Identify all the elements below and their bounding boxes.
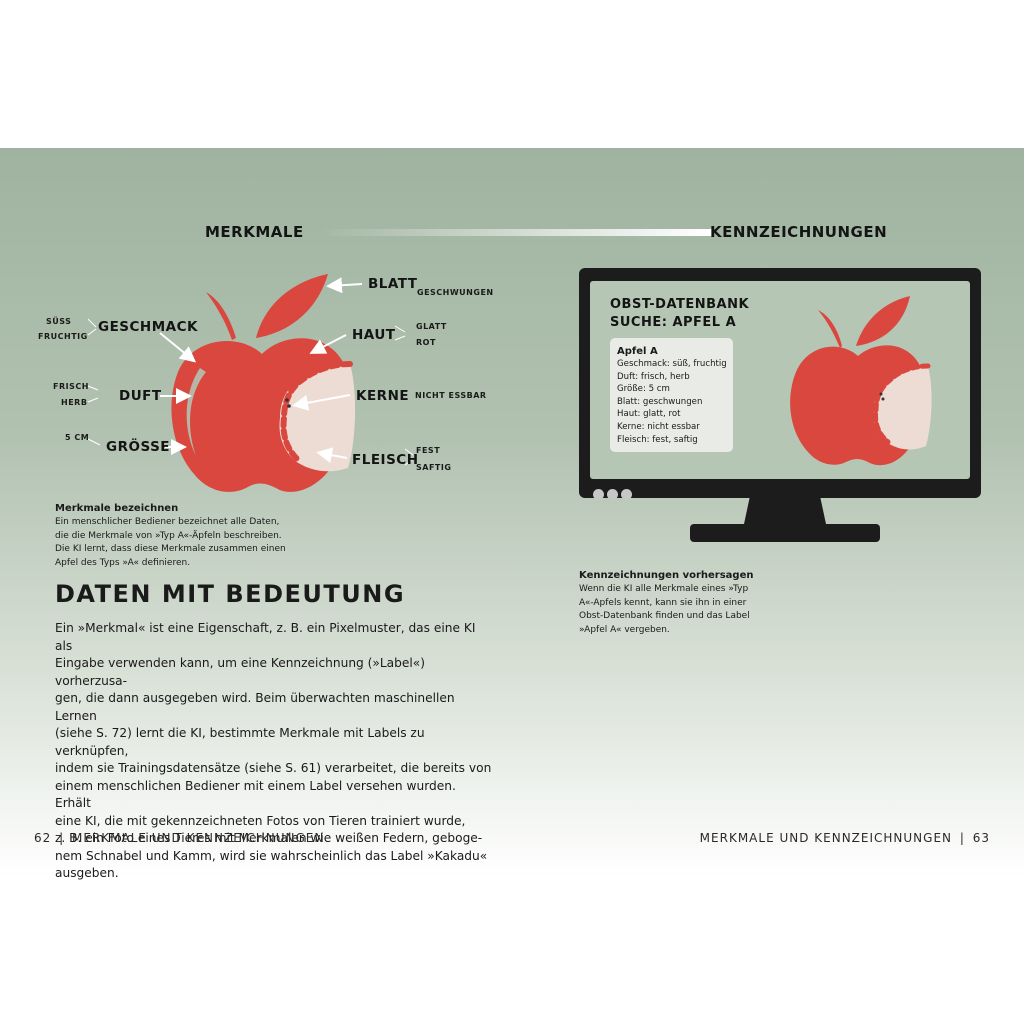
footer-left-page: 62 (34, 831, 52, 845)
footer-left-separator: | (59, 831, 65, 845)
label-duft: DUFT (119, 388, 162, 404)
article-line: einem menschlichen Bediener mit einem La… (55, 778, 456, 811)
result-card-title: Apfel A (617, 346, 658, 357)
detail-suess: SÜSS (46, 317, 72, 326)
tick-fruchtig (87, 328, 97, 336)
screen-title-line2: SUCHE: APFEL A (610, 315, 737, 330)
tick-herb (87, 397, 99, 403)
detail-frisch: FRISCH (53, 382, 89, 391)
tick-suess (87, 318, 97, 328)
tick-glatt (394, 325, 406, 333)
arrow-geschmack (159, 332, 197, 363)
monitor-stand (690, 496, 880, 542)
caption-right-line: Wenn die KI alle Merkmale eines »Typ (579, 584, 749, 594)
caption-left-line: Ein menschlicher Bediener bezeichnet all… (55, 517, 280, 527)
detail-kerne: NICHT ESSBAR (415, 391, 487, 400)
tick-rot (394, 335, 406, 341)
result-card-line: Blatt: geschwungen (617, 396, 703, 407)
footer-left: 62 | MERKMALE UND KENNZEICHNUNGEN (34, 831, 324, 845)
caption-right-text: Wenn die KI alle Merkmale eines »Typ A«-… (579, 583, 799, 637)
result-card-line: Fleisch: fest, saftig (617, 434, 698, 445)
monitor-dot (593, 489, 604, 500)
header-arrow-bar (320, 229, 712, 236)
search-result-card[interactable]: Apfel A Geschmack: süß, fruchtig Duft: f… (610, 338, 733, 452)
detail-blatt: GESCHWUNGEN (417, 288, 494, 297)
screen-title-line1: OBST-DATENBANK (610, 297, 750, 312)
screen-apple-leaf (856, 296, 910, 346)
footer-left-title: MERKMALE UND KENNZEICHNUNGEN (71, 831, 325, 845)
monitor-dot (621, 489, 632, 500)
label-haut: HAUT (352, 327, 396, 343)
screen-apple-bite (873, 366, 932, 450)
article-line: (siehe S. 72) lernt die KI, bestimmte Me… (55, 726, 425, 758)
detail-herb: HERB (61, 398, 88, 407)
header-merkmale: MERKMALE (205, 223, 304, 241)
result-card-line: Kerne: nicht essbar (617, 421, 700, 432)
apple-bite-shape (279, 364, 356, 472)
arrow-blatt (326, 277, 363, 294)
screen-apple-bite-edge (873, 363, 931, 445)
footer-right-page: 63 (972, 831, 990, 845)
caption-left-line: die die Merkmale von »Typ A«-Äpfeln besc… (55, 530, 282, 541)
caption-left-line: Apfel des Typs »A« definieren. (55, 557, 191, 568)
tick-fest (404, 448, 414, 456)
tick-5cm (87, 438, 101, 446)
footer-right-title: MERKMALE UND KENNZEICHNUNGEN (699, 831, 953, 845)
arrow-fleisch (316, 447, 348, 464)
caption-right-line: A«-Apfels kennt, kann sie ihn in einer (579, 597, 747, 608)
article-title: DATEN MIT BEDEUTUNG (55, 580, 406, 608)
apple-bite-edge-shape (280, 361, 353, 463)
label-fleisch: FLEISCH (352, 452, 419, 468)
article-line: indem sie Trainingsdatensätze (siehe S. … (55, 761, 492, 775)
label-kerne: KERNE (356, 388, 410, 404)
detail-rot: ROT (416, 338, 436, 347)
caption-right-line: »Apfel A« vergeben. (579, 624, 670, 635)
caption-left-line: Die KI lernt, dass diese Merkmale zusamm… (55, 544, 286, 554)
apple-seed-shape (287, 404, 291, 408)
article-line: ausgeben. (55, 866, 119, 880)
label-blatt: BLATT (368, 276, 418, 292)
tick-frisch (87, 385, 99, 391)
screen-apple-seed (879, 392, 883, 396)
caption-right-title: Kennzeichnungen vorhersagen (579, 570, 754, 581)
result-card-line: Haut: glatt, rot (617, 409, 681, 420)
monitor-dot (607, 489, 618, 500)
apple-leaf-shape (256, 274, 328, 338)
detail-fruchtig: FRUCHTIG (38, 332, 88, 341)
detail-saftig: SAFTIG (416, 463, 452, 472)
result-card-line: Geschmack: süß, fruchtig (617, 359, 727, 369)
apple-seed-shape (285, 398, 289, 402)
detail-glatt: GLATT (416, 322, 447, 331)
arrow-haut (309, 334, 347, 354)
article-line: Ein »Merkmal« ist eine Eigenschaft, z. B… (55, 621, 476, 653)
footer-right: MERKMALE UND KENNZEICHNUNGEN | 63 (700, 831, 990, 845)
caption-left-title: Merkmale bezeichnen (55, 503, 179, 514)
detail-fest: FEST (416, 446, 441, 455)
footer-right-separator: | (959, 831, 965, 845)
detail-5cm: 5 CM (65, 433, 90, 442)
arrow-kerne (292, 394, 351, 411)
apple-stem-shape (206, 292, 236, 340)
article-line: gen, die dann ausgegeben wird. Beim über… (55, 691, 455, 723)
header-kennzeichnungen: KENNZEICHNUNGEN (710, 223, 888, 241)
caption-left-text: Ein menschlicher Bediener bezeichnet all… (55, 516, 305, 570)
label-groesse: GRÖSSE (106, 439, 171, 455)
caption-right-line: Obst-Datenbank finden und das Label (579, 611, 750, 621)
article-line: eine KI, die mit gekennzeichneten Fotos … (55, 813, 466, 828)
screen-apple-stem (818, 310, 842, 348)
result-card-line: Größe: 5 cm (617, 384, 670, 395)
tick-saftig (404, 458, 414, 466)
article-line: z. B. ein Foto eines Tieres mit Merkmale… (55, 831, 483, 845)
article-line: nem Schnabel und Kamm, wird sie wahrsche… (55, 848, 488, 863)
result-card-line: Duft: frisch, herb (617, 371, 690, 382)
article-body: Ein »Merkmal« ist eine Eigenschaft, z. B… (55, 620, 495, 883)
apple-screen-illustration (790, 296, 932, 466)
label-geschmack: GESCHMACK (98, 319, 198, 335)
article-line: Eingabe verwenden kann, um eine Kennzeic… (55, 656, 425, 688)
apple-left-illustration (171, 274, 356, 492)
screen-apple-seed (881, 397, 885, 401)
